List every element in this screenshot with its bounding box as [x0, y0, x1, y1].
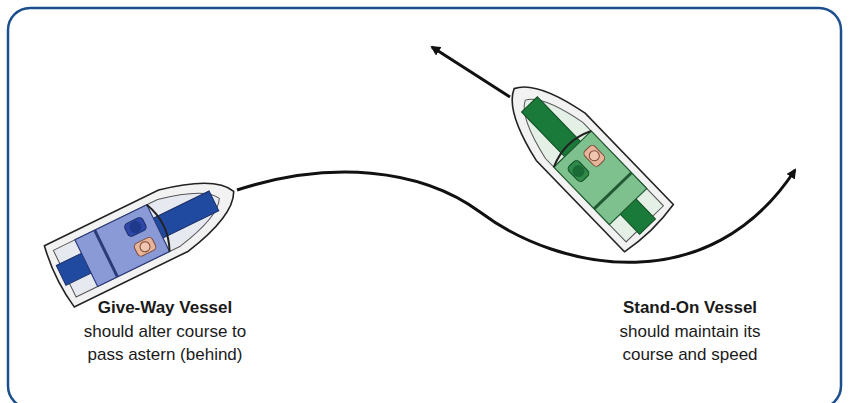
- vessel-title: Give-Way Vessel: [70, 296, 260, 319]
- vessel-note: should alter course to pass astern (behi…: [70, 320, 260, 366]
- heading-arrow: [432, 47, 510, 97]
- vessel-title: Stand-On Vessel: [600, 296, 780, 319]
- give-way-boat: [42, 161, 249, 308]
- frame-border: [8, 8, 841, 403]
- course-path: [237, 170, 795, 262]
- stand-on-boat: [490, 65, 676, 254]
- vessel-note: should maintain its course and speed: [600, 320, 780, 366]
